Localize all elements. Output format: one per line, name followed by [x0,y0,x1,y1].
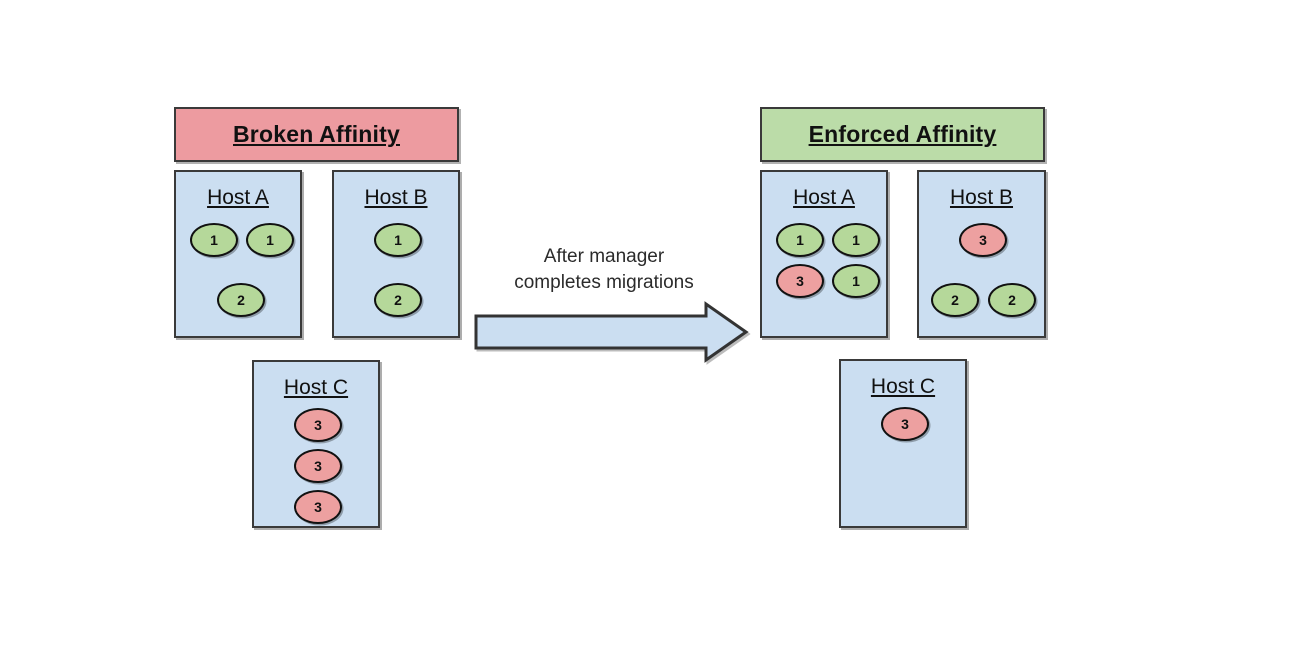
broken-affinity-banner-label: Broken Affinity [233,121,400,147]
vm-badge: 2 [217,283,265,317]
migration-arrow [470,298,752,366]
arrow-caption-line1: After manager [543,246,665,267]
host-title-broken-host-a: Host A [207,186,269,209]
host-title-enforced-host-c: Host C [870,375,936,398]
vm-badge: 1 [190,223,238,257]
vm-badge: 1 [776,223,824,257]
migration-arrow-icon [474,301,751,365]
vm-badge: 1 [832,264,880,298]
host-box-enforced-host-b: Host B 3 2 2 [917,170,1046,338]
host-box-enforced-host-c: Host C 3 [839,359,967,528]
host-title-broken-host-b: Host B [364,186,428,209]
arrow-body [474,301,749,363]
host-box-broken-host-a: Host A 1 1 2 [174,170,302,338]
vm-badge: 3 [881,407,929,441]
host-title-enforced-host-b: Host B [949,186,1014,209]
vm-badge: 2 [931,283,979,317]
host-title-broken-host-c: Host C [283,376,349,399]
vm-badge: 2 [988,283,1036,317]
arrow-caption: After manager completes migrations [464,244,744,296]
host-box-enforced-host-a: Host A 1 1 3 1 [760,170,888,338]
host-box-broken-host-c: Host C 3 3 3 [252,360,380,528]
vm-badge: 3 [294,408,342,442]
enforced-affinity-banner: Enforced Affinity [760,107,1045,162]
vm-badge: 3 [959,223,1007,257]
vm-badge: 3 [294,449,342,483]
vm-badge: 1 [246,223,294,257]
vm-badge: 3 [776,264,824,298]
host-title-enforced-host-a: Host A [793,186,855,209]
vm-badge: 1 [832,223,880,257]
arrow-caption-line2: completes migrations [514,272,694,293]
vm-badge: 2 [374,283,422,317]
host-box-broken-host-b: Host B 1 2 [332,170,460,338]
broken-affinity-banner: Broken Affinity [174,107,459,162]
vm-badge: 3 [294,490,342,524]
enforced-affinity-banner-label: Enforced Affinity [808,121,997,147]
vm-badge: 1 [374,223,422,257]
